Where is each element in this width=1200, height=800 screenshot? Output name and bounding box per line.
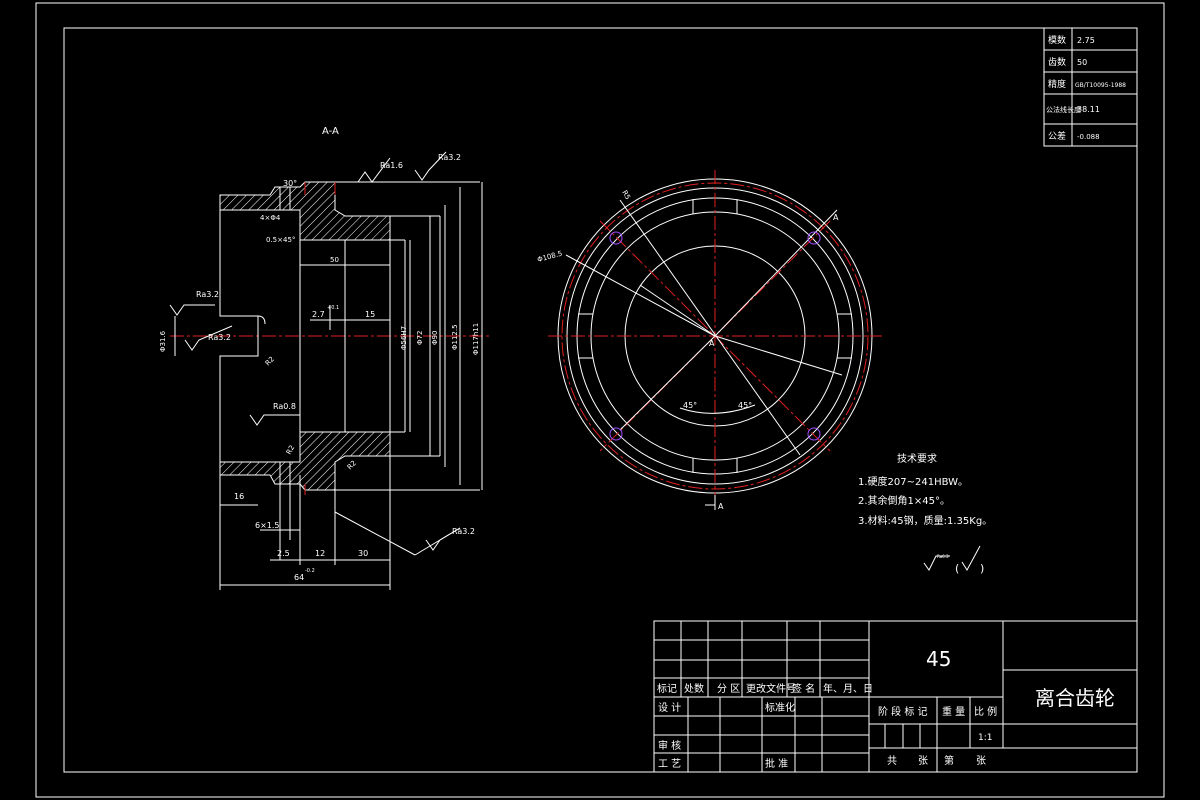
- label-scale: 比 例: [974, 705, 997, 718]
- header-zone: 分 区: [717, 683, 740, 695]
- scale-value: 1:1: [978, 733, 992, 743]
- label-sheets: 张: [918, 755, 928, 767]
- label-design: 设 计: [658, 701, 681, 714]
- dim-12: 12: [315, 549, 325, 558]
- dim-chamfer-05: 0.5×45°: [266, 236, 295, 244]
- technical-requirements: 技术要求 1.硬度207~241HBW。 2.其余倒角1×45°。 3.材料:4…: [858, 452, 992, 527]
- label-approve: 批 准: [765, 757, 788, 770]
- dim-30: 30: [358, 549, 368, 558]
- header-date: 年、月、日: [823, 682, 873, 695]
- roughness-ra16: Ra1.6: [380, 161, 403, 170]
- tech-req-line-1: 1.硬度207~241HBW。: [858, 475, 968, 488]
- label-stage-mark: 阶 段 标 记: [878, 705, 928, 718]
- tech-req-line-2: 2.其余倒角1×45°。: [858, 494, 950, 507]
- dim-angle-30: 30°: [283, 179, 297, 188]
- dim-64: 64: [294, 573, 304, 582]
- param-value-tolerance: -0.088: [1077, 133, 1100, 141]
- dim-bore: Φ56H7: [400, 326, 408, 350]
- param-value-teeth: 50: [1077, 58, 1087, 67]
- title-block-text: 45 离合齿轮 标记 处数 分 区 更改文件号 签 名 年、月、日 设 计 标准…: [657, 647, 1115, 770]
- roughness-ra32-bottom: Ra3.2: [452, 527, 475, 536]
- label-standardize: 标准化: [765, 701, 795, 714]
- param-value-module: 2.75: [1077, 36, 1095, 45]
- dim-2-5: 2.5: [277, 549, 290, 558]
- inner-border: [63, 27, 1138, 773]
- label-page: 第: [944, 754, 954, 767]
- tech-req-line-3: 3.材料:45钢，质量:1.35Kg。: [858, 514, 992, 527]
- roughness-ra32-top: Ra3.2: [438, 153, 461, 162]
- label-review: 审 核: [658, 739, 681, 752]
- dim-phi90: Φ90: [431, 331, 439, 345]
- angle-45-left: 45°: [683, 401, 697, 410]
- param-value-precision: GB/T10095-1988: [1075, 82, 1126, 89]
- dim-2-7-tol: +0.1: [327, 305, 339, 311]
- label-process: 工 艺: [658, 758, 681, 770]
- hatched-section-lower: [219, 431, 391, 491]
- title-block: [653, 620, 1138, 773]
- header-signature: 签 名: [792, 682, 815, 695]
- dim-64-tol: -0.2: [305, 568, 315, 574]
- section-title: A-A: [322, 126, 339, 137]
- gear-parameter-table: 模数 2.75 齿数 50 精度 GB/T10095-1988 公法线长度 38…: [1043, 27, 1138, 147]
- outer-border: [35, 2, 1165, 798]
- roughness-other-value: Ra6.3: [937, 554, 949, 559]
- part-name: 离合齿轮: [1035, 686, 1115, 710]
- svg-text:(: (: [955, 562, 959, 575]
- dim-2-7: 2.7: [312, 310, 325, 319]
- param-label-base-tangent: 公法线长度: [1046, 105, 1081, 114]
- label-a-center: A: [709, 339, 715, 348]
- roughness-ra08: Ra0.8: [273, 402, 296, 411]
- dim-phi112: Φ112.5: [451, 324, 459, 350]
- label-total: 共: [887, 755, 897, 767]
- dim-50: 50: [330, 256, 339, 264]
- label-sheet2: 张: [976, 755, 986, 767]
- dim-phi117: Φ117h11: [472, 323, 480, 355]
- label-a-top-right: A: [833, 213, 839, 222]
- tech-req-title: 技术要求: [897, 452, 937, 465]
- dim-phi31: Φ31.6: [159, 330, 167, 352]
- dim-6x1-5: 6×1.5: [255, 521, 280, 530]
- dim-16: 16: [234, 492, 244, 501]
- header-change-doc: 更改文件号: [746, 682, 796, 695]
- svg-text:): ): [980, 562, 984, 575]
- param-label-teeth: 齿数: [1048, 56, 1066, 68]
- other-roughness-symbol: Ra6.3 ( ): [923, 545, 984, 575]
- dim-r2-b: R2: [285, 444, 297, 456]
- dim-r2-a: R2: [264, 355, 276, 367]
- material: 45: [926, 647, 951, 671]
- label-a-bottom: A: [718, 502, 724, 511]
- param-label-tolerance: 公差: [1048, 130, 1066, 142]
- dim-15: 15: [365, 310, 375, 319]
- label-weight: 重 量: [942, 705, 965, 718]
- header-mark: 标记: [657, 683, 677, 695]
- param-value-base-tangent: 38.11: [1077, 105, 1100, 114]
- roughness-ra32-inner: Ra3.2: [208, 333, 231, 342]
- dim-phi72: Φ72: [416, 331, 424, 345]
- param-label-module: 模数: [1048, 34, 1066, 46]
- param-label-precision: 精度: [1048, 78, 1066, 90]
- dim-phi108: Φ108.5: [536, 250, 563, 264]
- angle-45-right: 45°: [738, 401, 752, 410]
- hatched-section-upper: [219, 181, 391, 241]
- front-view: 45° 45° A A A Φ108.5 R5: [536, 170, 882, 511]
- dim-r5: R5: [620, 189, 632, 201]
- roughness-ra32-left: Ra3.2: [196, 290, 219, 299]
- section-view: A-A: [159, 126, 490, 590]
- dim-r2-c: R2: [346, 459, 358, 471]
- dim-4xphi4: 4×Φ4: [260, 214, 281, 222]
- header-count: 处数: [684, 682, 704, 695]
